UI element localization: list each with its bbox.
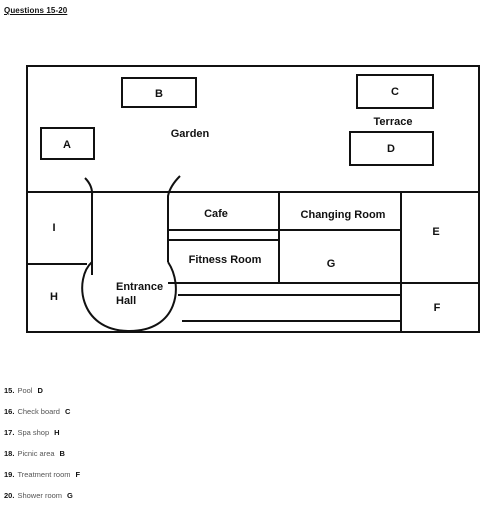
question-number: 16. — [4, 407, 15, 416]
question-number: 17. — [4, 428, 15, 437]
label-entrance-hall-line2: Hall — [116, 295, 136, 307]
question-label: Treatment room — [17, 470, 71, 479]
question-answer: B — [59, 449, 65, 458]
question-label: Spa shop — [17, 428, 50, 437]
label-changing-room: Changing Room — [301, 209, 386, 221]
answer-item: 20.Shower room G — [4, 490, 80, 511]
question-label: Shower room — [17, 491, 63, 500]
letter-g: G — [327, 258, 336, 270]
answer-item: 18.Picnic area B — [4, 448, 80, 469]
question-number: 19. — [4, 470, 15, 479]
question-answer: H — [54, 428, 60, 437]
label-terrace: Terrace — [374, 116, 413, 128]
answer-item: 16.Check board C — [4, 406, 80, 427]
label-entrance-hall-line1: Entrance — [116, 281, 163, 293]
answer-item: 17.Spa shop H — [4, 427, 80, 448]
corridor-right-wall — [167, 175, 181, 262]
letter-f: F — [434, 302, 441, 314]
question-number: 15. — [4, 386, 15, 395]
answer-item: 15.Pool D — [4, 385, 80, 406]
questions-heading: Questions 15-20 — [4, 6, 68, 15]
letter-i: I — [52, 222, 55, 234]
question-number: 18. — [4, 449, 15, 458]
question-answer: F — [75, 470, 81, 479]
question-label: Check board — [17, 407, 60, 416]
label-fitness-room: Fitness Room — [189, 254, 262, 266]
letter-h: H — [50, 291, 58, 303]
outer-border — [26, 65, 480, 333]
answer-list: 15.Pool D 16.Check board C 17.Spa shop H 18… — [4, 385, 80, 511]
question-answer: C — [64, 407, 71, 416]
letter-e: E — [432, 226, 439, 238]
entrance-hall-wall — [81, 261, 177, 333]
question-answer: D — [37, 386, 43, 395]
letter-c: C — [391, 86, 399, 98]
label-garden: Garden — [171, 128, 210, 140]
letter-a: A — [63, 139, 71, 151]
question-label: Pool — [17, 386, 33, 395]
box-a — [40, 127, 95, 160]
corridor-left-wall — [84, 177, 94, 197]
question-number: 20. — [4, 491, 15, 500]
box-d — [349, 131, 434, 166]
letter-d: D — [387, 143, 395, 155]
box-b — [121, 77, 197, 108]
box-c — [356, 74, 434, 109]
letter-b: B — [155, 88, 163, 100]
question-answer: G — [67, 491, 73, 500]
label-cafe: Cafe — [204, 208, 228, 220]
question-label: Picnic area — [17, 449, 55, 458]
answer-item: 19.Treatment room F — [4, 469, 80, 490]
